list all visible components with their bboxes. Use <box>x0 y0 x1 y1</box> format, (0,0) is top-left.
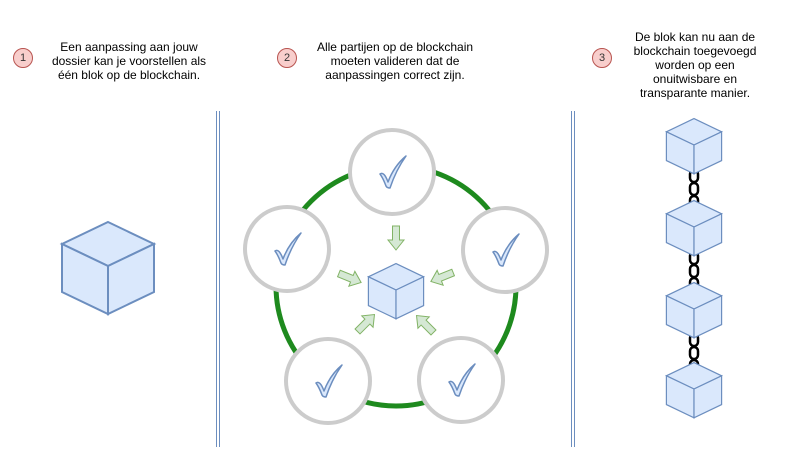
arrow-icon-bottom-left <box>351 308 381 338</box>
cube-icon-chain-4 <box>665 362 723 419</box>
validator-node-left <box>243 205 331 293</box>
arrow-icon-left <box>335 265 365 291</box>
step-3-badge: 3 <box>592 48 612 68</box>
divider-left <box>216 111 220 447</box>
validator-node-top <box>348 128 436 216</box>
validator-node-bottom-left <box>284 337 372 425</box>
step-1-text: Een aanpassing aan jouw dossier kan je v… <box>51 40 207 82</box>
arrow-icon-bottom-right <box>410 309 440 339</box>
arrow-icon-right <box>427 264 457 290</box>
validator-node-bottom-right <box>417 336 505 424</box>
arrow-icon-top <box>387 225 405 251</box>
validator-node-right <box>461 206 549 294</box>
step-2-text: Alle partijen op de blockchain moeten va… <box>316 40 474 82</box>
cube-icon-chain-1 <box>665 117 723 175</box>
cube-icon-chain-3 <box>665 282 723 339</box>
divider-right <box>571 111 575 447</box>
step-1-badge: 1 <box>13 48 33 68</box>
cube-icon-center <box>367 263 425 320</box>
step-2-badge: 2 <box>277 48 297 68</box>
cube-icon-step1 <box>61 221 155 315</box>
cube-icon-chain-2 <box>665 200 723 257</box>
step-3-text: De blok kan nu aan de blockchain toegevo… <box>633 30 757 100</box>
